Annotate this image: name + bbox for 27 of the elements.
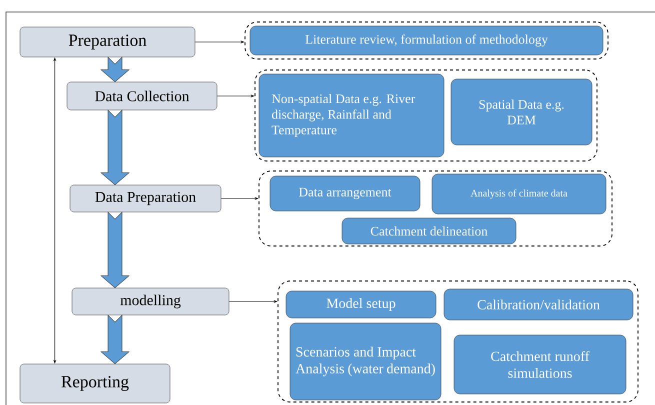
block-arrow <box>100 314 130 364</box>
group-frame <box>254 70 598 162</box>
task-box: Literature review, formulation of methodology <box>250 26 604 56</box>
group-frame <box>258 170 612 246</box>
stage-box: Preparation <box>20 26 196 58</box>
stage-box: modelling <box>72 288 230 316</box>
stage-box: Data Preparation <box>70 184 222 212</box>
block-arrow <box>100 212 130 288</box>
arrow <box>220 197 258 200</box>
arrow <box>216 94 254 98</box>
task-box: Data arrangement <box>270 176 420 212</box>
task-box: Calibration/validation <box>444 288 634 320</box>
arrow <box>228 300 278 303</box>
task-box: Analysis of climate data <box>432 174 606 214</box>
task-box: Spatial Data e.g. DEM <box>450 78 592 146</box>
group-frame <box>278 280 638 402</box>
task-box: Catchment delineation <box>342 218 516 244</box>
group-frame <box>244 22 608 60</box>
arrow <box>194 40 244 44</box>
stage-box: Reporting <box>20 364 170 404</box>
block-arrow <box>100 56 130 82</box>
task-box: Catchment runoff simulations <box>454 334 626 394</box>
task-box: Non-spatial Data e.g. River discharge, Rainfall and Temperature <box>258 74 444 158</box>
task-box: Model setup <box>286 290 436 318</box>
task-box: Scenarios and Impact Analysis (water demand) <box>290 322 442 400</box>
block-arrow <box>100 110 130 186</box>
stage-box: Data Collection <box>66 82 218 110</box>
